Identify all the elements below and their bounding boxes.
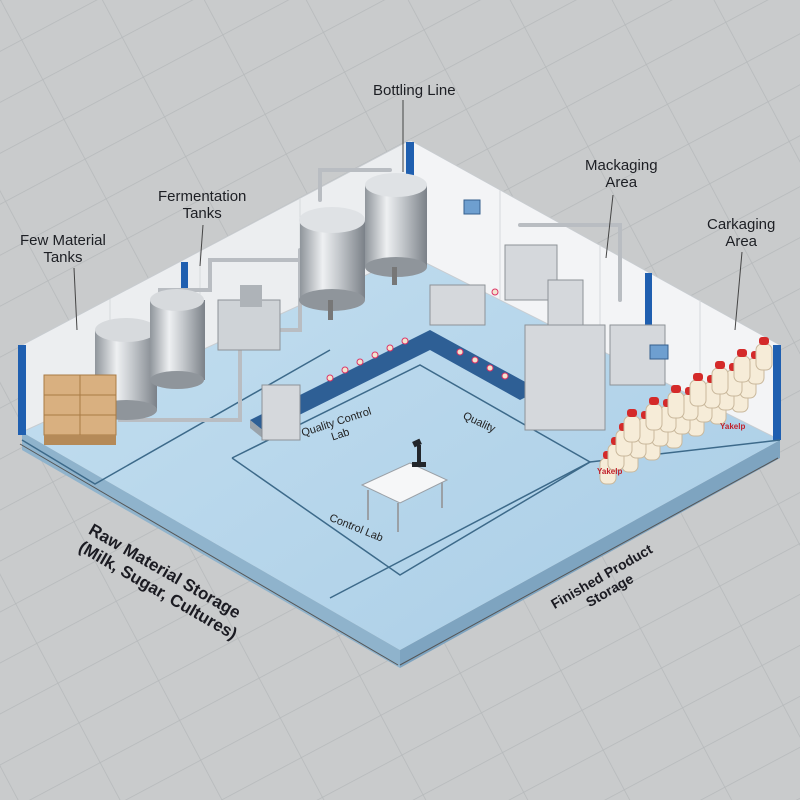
raw-material-tank [150, 289, 205, 389]
product-bottle [668, 392, 684, 418]
label-mackaging-line1: Mackaging [585, 157, 658, 174]
product-bottle-cap [627, 409, 637, 417]
control-cabinet [548, 280, 583, 325]
label-carkaging-line1: Carkaging [707, 216, 775, 233]
label-bottling-line: Bottling Line [373, 82, 456, 99]
product-bottle-cap [759, 337, 769, 345]
fermentation-tank [299, 207, 365, 320]
wall-panel-display [464, 200, 480, 214]
capping-machine [430, 285, 485, 325]
label-carkaging-line2: Area [707, 233, 775, 250]
product-bottle [690, 380, 706, 406]
crate-pallet [44, 375, 116, 445]
product-bottle-cap [649, 397, 659, 405]
wall-panel-display [650, 345, 668, 359]
bottle-brand-label: Yakelp [597, 467, 622, 476]
wall-column [18, 345, 26, 435]
product-bottle-cap [715, 361, 725, 369]
product-bottle-cap [737, 349, 747, 357]
bottle-brand-label: Yakelp [720, 422, 745, 431]
filling-machine [262, 385, 300, 440]
label-fermentation-line1: Fermentation [158, 188, 246, 205]
label-fermentation-tanks: Fermentation Tanks [158, 188, 246, 223]
label-mackaging-area: Mackaging Area [585, 157, 658, 192]
product-bottle-cap [671, 385, 681, 393]
label-fermentation-line2: Tanks [158, 205, 246, 222]
wall-column [773, 345, 781, 440]
fermentation-tank [365, 173, 427, 285]
product-bottle-cap [693, 373, 703, 381]
product-bottle [646, 404, 662, 430]
label-carkaging-area: Carkaging Area [707, 216, 775, 251]
product-bottle [624, 416, 640, 442]
label-mackaging-line2: Area [585, 174, 658, 191]
label-few-material-tanks: Few Material Tanks [20, 232, 106, 267]
label-few-material-line2: Tanks [20, 249, 106, 266]
product-bottle [756, 344, 772, 370]
label-few-material-line1: Few Material [20, 232, 106, 249]
product-bottle [712, 368, 728, 394]
packaging-machine [525, 325, 605, 430]
product-bottle [734, 356, 750, 382]
